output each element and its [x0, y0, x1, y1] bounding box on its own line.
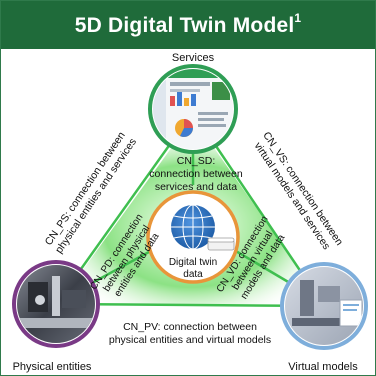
services-label: Services — [172, 52, 215, 64]
center-label-line2: data — [183, 269, 203, 280]
cn-sd-line2: connection between — [149, 168, 243, 180]
cn-sd-line1: CN_SD: — [177, 155, 216, 167]
services-node — [148, 64, 238, 154]
cn-pv-line2: physical entities and virtual models — [109, 334, 271, 346]
virtual-models-label: Virtual models — [288, 361, 358, 373]
footnote-marker: 1 — [294, 10, 302, 25]
cn-sd-label: CN_SD: connection between services and d… — [149, 155, 243, 193]
physical-entities-label: Physical entities — [13, 361, 92, 373]
diagram-title: 5D Digital Twin Model1 — [74, 10, 302, 37]
database-icon — [207, 237, 235, 251]
virtual-models-node — [280, 262, 368, 350]
globe-icon — [171, 204, 215, 250]
header-bar: 5D Digital Twin Model1 — [1, 1, 375, 49]
cn-sd-line3: services and data — [155, 181, 237, 193]
machine-photo — [17, 265, 95, 343]
edge-cn-vd — [228, 245, 291, 285]
digital-twin-data-node: Digital twin data — [146, 190, 240, 284]
virtual-model-render — [285, 267, 363, 345]
cn-pv-label: CN_PV: connection between physical entit… — [109, 321, 271, 346]
center-label-line1: Digital twin — [169, 257, 217, 268]
physical-entities-node — [12, 260, 100, 348]
triangle-outline — [53, 109, 327, 308]
edge-cn-pd — [91, 245, 159, 285]
cn-pv-line1: CN_PV: connection between — [123, 321, 257, 333]
